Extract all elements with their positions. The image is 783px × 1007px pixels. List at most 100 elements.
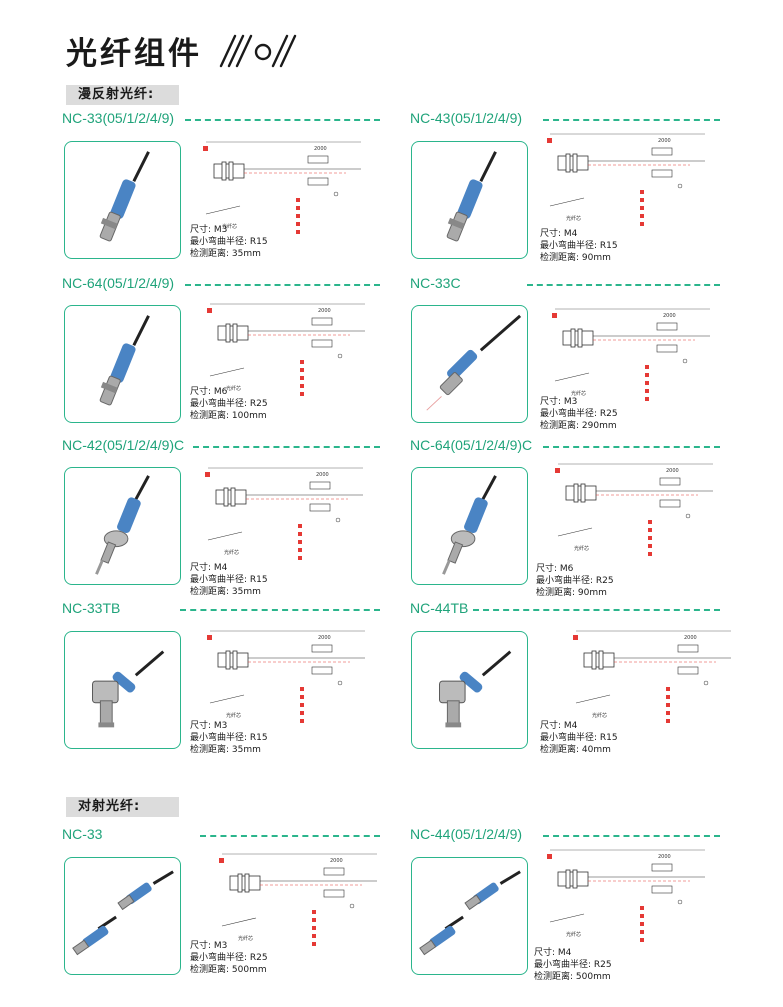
product-photo (64, 141, 181, 259)
spec-bend-radius: 最小弯曲半径: R15 (540, 241, 618, 251)
svg-text:光纤芯: 光纤芯 (574, 545, 589, 552)
product-model-title: NC-33(05/1/2/4/9) (62, 110, 175, 126)
title-divider (200, 835, 380, 837)
spec-bend-radius: 最小弯曲半径: R15 (190, 575, 268, 585)
spec-block: 尺寸: M4 最小弯曲半径: R15 检测距离: 90mm (540, 228, 618, 264)
spec-size: 尺寸: M6 (536, 564, 574, 574)
spec-bend-radius: 最小弯曲半径: R15 (190, 733, 268, 743)
svg-text:光纤芯: 光纤芯 (226, 712, 241, 719)
spec-size: 尺寸: M4 (540, 721, 578, 731)
svg-text:光纤芯: 光纤芯 (571, 390, 586, 397)
title-divider (185, 119, 380, 121)
spec-size: 尺寸: M3 (190, 941, 228, 951)
spec-bend-radius: 最小弯曲半径: R25 (190, 399, 268, 409)
product-photo (64, 305, 181, 423)
spec-detect-distance: 检测距离: 290mm (540, 421, 617, 431)
title-divider (185, 284, 380, 286)
product-photo (411, 857, 528, 975)
spec-detect-distance: 检测距离: 500mm (534, 972, 611, 982)
product-model-title: NC-64(05/1/2/4/9)C (410, 437, 533, 453)
spec-block: 尺寸: M4 最小弯曲半径: R15 检测距离: 35mm (190, 562, 268, 598)
dimension-drawing: 2000 光纤芯 (200, 625, 370, 735)
product-photo (411, 631, 528, 749)
product-model-title: NC-43(05/1/2/4/9) (410, 110, 523, 126)
svg-text:光纤芯: 光纤芯 (222, 223, 237, 230)
dimension-drawing: 2000 光纤芯 (200, 298, 370, 408)
spec-detect-distance: 检测距离: 500mm (190, 965, 267, 975)
spec-detect-distance: 检测距离: 90mm (536, 588, 607, 598)
section-diffuse: 漫反射光纤: (66, 85, 179, 105)
dimension-drawing: 2000 光纤芯 (540, 128, 710, 238)
svg-text:2000: 2000 (658, 854, 671, 860)
spec-size: 尺寸: M4 (540, 229, 578, 239)
svg-text:光纤芯: 光纤芯 (566, 931, 581, 938)
title-divider (527, 284, 720, 286)
product-model-title: NC-33TB (62, 600, 121, 616)
title-divider (543, 446, 720, 448)
spec-size: 尺寸: M4 (190, 563, 228, 573)
spec-block: 尺寸: M6 最小弯曲半径: R25 检测距离: 100mm (190, 386, 268, 422)
product-photo (64, 631, 181, 749)
title-divider (193, 446, 380, 448)
dimension-drawing: 2000 光纤芯 (566, 625, 736, 735)
spec-block: 尺寸: M6 最小弯曲半径: R25 检测距离: 90mm (536, 563, 614, 599)
product-photo (64, 857, 181, 975)
svg-text:光纤芯: 光纤芯 (238, 935, 253, 942)
product-model-title: NC-44(05/1/2/4/9) (410, 826, 523, 842)
spec-bend-radius: 最小弯曲半径: R25 (536, 576, 614, 586)
dimension-drawing: 2000 光纤芯 (212, 848, 382, 958)
spec-bend-radius: 最小弯曲半径: R15 (540, 733, 618, 743)
svg-text:2000: 2000 (684, 635, 697, 641)
spec-size: 尺寸: M3 (190, 225, 228, 235)
spec-detect-distance: 检测距离: 35mm (190, 249, 261, 259)
title-divider (180, 609, 380, 611)
svg-text:2000: 2000 (316, 472, 329, 478)
product-photo (411, 467, 528, 585)
dimension-drawing: 2000 光纤芯 (548, 458, 718, 568)
spec-block: 尺寸: M4 最小弯曲半径: R15 检测距离: 40mm (540, 720, 618, 756)
spec-size: 尺寸: M6 (190, 387, 228, 397)
spec-bend-radius: 最小弯曲半径: R25 (534, 960, 612, 970)
svg-text:光纤芯: 光纤芯 (226, 385, 241, 392)
product-photo (411, 305, 528, 423)
title-divider (543, 835, 720, 837)
dimension-drawing: 2000 光纤芯 (196, 136, 366, 246)
product-model-title: NC-33 (62, 826, 103, 842)
svg-text:2000: 2000 (318, 635, 331, 641)
svg-text:2000: 2000 (658, 138, 671, 144)
spec-detect-distance: 检测距离: 100mm (190, 411, 267, 421)
dimension-drawing: 2000 光纤芯 (540, 844, 710, 954)
spec-bend-radius: 最小弯曲半径: R15 (190, 237, 268, 247)
product-model-title: NC-44TB (410, 600, 469, 616)
spec-bend-radius: 最小弯曲半径: R25 (540, 409, 618, 419)
spec-block: 尺寸: M4 最小弯曲半径: R25 检测距离: 500mm (534, 947, 612, 983)
spec-detect-distance: 检测距离: 35mm (190, 587, 261, 597)
svg-text:2000: 2000 (314, 146, 327, 152)
dimension-drawing: 2000 光纤芯 (545, 303, 715, 413)
spec-block: 尺寸: M3 最小弯曲半径: R15 检测距离: 35mm (190, 720, 268, 756)
fiber-wave-logo-icon (219, 34, 297, 68)
svg-text:光纤芯: 光纤芯 (566, 215, 581, 222)
spec-detect-distance: 检测距离: 90mm (540, 253, 611, 263)
section-through: 对射光纤: (66, 797, 179, 817)
svg-text:2000: 2000 (318, 308, 331, 314)
product-photo (411, 141, 528, 259)
spec-size: 尺寸: M3 (190, 721, 228, 731)
svg-text:光纤芯: 光纤芯 (224, 549, 239, 556)
svg-text:2000: 2000 (666, 468, 679, 474)
product-model-title: NC-33C (410, 275, 461, 291)
dimension-drawing: 2000 光纤芯 (198, 462, 368, 572)
title-divider (543, 119, 720, 121)
svg-text:光纤芯: 光纤芯 (592, 712, 607, 719)
spec-detect-distance: 检测距离: 35mm (190, 745, 261, 755)
title-divider (473, 609, 720, 611)
product-model-title: NC-42(05/1/2/4/9)C (62, 437, 185, 453)
product-model-title: NC-64(05/1/2/4/9) (62, 275, 175, 291)
spec-size: 尺寸: M4 (534, 948, 572, 958)
product-photo (64, 467, 181, 585)
svg-text:2000: 2000 (663, 313, 676, 319)
spec-detect-distance: 检测距离: 40mm (540, 745, 611, 755)
page-title: 光纤组件 (66, 36, 202, 72)
